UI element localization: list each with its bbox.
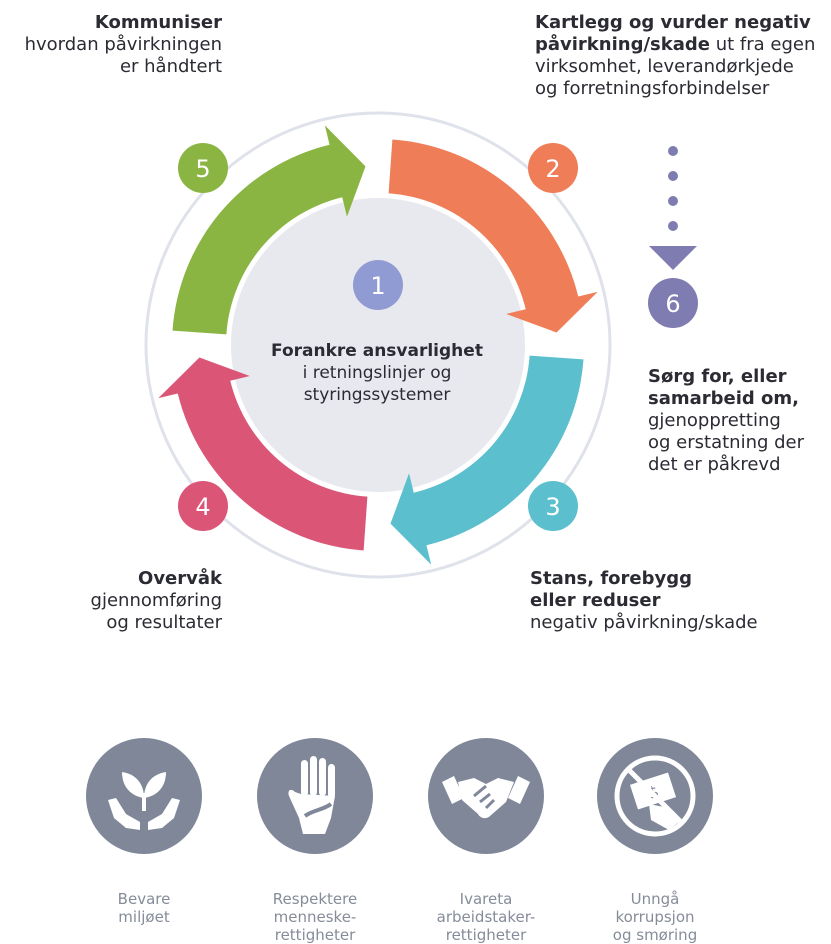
raised-hand-icon: [257, 738, 373, 854]
icon-label-environment: Bevare miljøet: [69, 890, 219, 926]
step-2-number: 2: [545, 155, 560, 183]
icon-4-label-2: korrupsjon: [615, 908, 695, 926]
step-6-line-5: det er påkrevd: [648, 454, 781, 475]
step-2-line-2: påvirkning/skade ut fra egen: [535, 34, 829, 56]
step-2-rest-2: ut fra egen: [709, 34, 816, 55]
plant-hands-icon: [86, 738, 202, 854]
down-arrow-icon: [649, 246, 697, 270]
icon-label-workers-rights: Ivareta arbeidstaker- rettigheter: [411, 890, 561, 944]
icon-item-human-rights: Respektere menneske- rettigheter: [240, 738, 390, 944]
icon-item-anti-corruption: $ Unngå korrupsjon og smøring: [580, 738, 730, 944]
step-3-title-2: eller reduser: [530, 590, 661, 611]
step-3-badge: 3: [528, 481, 578, 531]
step-6-line-3: gjenoppretting: [648, 410, 781, 431]
step-3-number: 3: [545, 493, 560, 521]
step-4-line-3: og resultater: [106, 612, 222, 633]
step-5-title: Kommuniser: [94, 12, 222, 33]
step-5-badge: 5: [178, 143, 228, 193]
icon-2-label-2: menneske-: [273, 908, 357, 926]
step-2-line-3: virksomhet, leverandørkjede: [535, 56, 794, 77]
outer-ring: [144, 111, 612, 579]
cycle-arrows: [158, 125, 598, 565]
step-4-text: Overvåk gjennomføring og resultater: [10, 568, 222, 634]
step-1-badge: 1: [353, 260, 403, 310]
arrow-step-5: [172, 125, 366, 335]
step-6-badge: 6: [648, 278, 698, 328]
center-title: Forankre ansvarlighet: [271, 341, 483, 361]
due-diligence-cycle-diagram: 1 2 3 4 5 6: [144, 111, 698, 579]
icon-1-label-1: Bevare: [117, 890, 171, 908]
step-2-line-4: og forretningsforbindelser: [535, 78, 770, 99]
icon-3-label-3: rettigheter: [445, 926, 527, 944]
center-line-2: i retningslinjer og: [302, 363, 452, 383]
icon-label-anti-corruption: Unngå korrupsjon og smøring: [580, 890, 730, 944]
step-2-title: Kartlegg og vurder negativ: [535, 12, 811, 33]
center-caption: Forankre ansvarlighet i retningslinjer o…: [232, 340, 522, 406]
icon-label-human-rights: Respektere menneske- rettigheter: [240, 890, 390, 944]
icon-1-label-2: miljøet: [118, 908, 170, 926]
icon-3-label-1: Ivareta: [459, 890, 513, 908]
step-6-title-2: samarbeid om,: [648, 388, 800, 409]
step-5-text: Kommuniser hvordan påvirkningen er håndt…: [10, 12, 222, 78]
arrow-step-4: [158, 357, 368, 551]
step-4-badge: 4: [178, 481, 228, 531]
step-2-badge: 2: [528, 143, 578, 193]
step-3-text: Stans, forebygg eller reduser negativ på…: [530, 568, 820, 634]
arrow-step-2: [388, 139, 598, 333]
step-5-line-3: er håndtert: [119, 56, 222, 77]
icon-2-label-1: Respektere: [272, 890, 358, 908]
step-6-number: 6: [665, 290, 680, 318]
step-3-line-3: negativ påvirkning/skade: [530, 612, 758, 633]
icon-item-environment: Bevare miljøet: [69, 738, 219, 926]
icon-3-label-2: arbeidstaker-: [436, 908, 536, 926]
step-5-line-2: hvordan påvirkningen: [24, 34, 222, 55]
icon-4-label-1: Unngå: [630, 890, 680, 908]
step-6-text: Sørg for, eller samarbeid om, gjenoppret…: [648, 366, 828, 476]
step-1-number: 1: [370, 272, 385, 300]
icon-4-label-3: og smøring: [612, 926, 698, 944]
step-3-title: Stans, forebygg: [530, 568, 693, 589]
icon-item-workers-rights: Ivareta arbeidstaker- rettigheter: [411, 738, 561, 944]
step-5-number: 5: [195, 155, 210, 183]
step-4-title: Overvåk: [138, 568, 222, 589]
step-6-title: Sørg for, eller: [648, 366, 787, 387]
step-4-number: 4: [195, 493, 210, 521]
step-4-line-2: gjennomføring: [90, 590, 222, 611]
icon-2-label-3: rettigheter: [274, 926, 356, 944]
handshake-icon: [428, 738, 544, 854]
center-line-3: styringssystemer: [303, 385, 451, 405]
dotted-connector: [649, 146, 697, 270]
step-2-text: Kartlegg og vurder negativ påvirkning/sk…: [535, 12, 829, 100]
arrow-step-3: [390, 355, 584, 565]
step-6-line-4: og erstatning der: [648, 432, 805, 453]
center-disc: [231, 198, 525, 492]
no-bribery-icon: $: [597, 738, 713, 854]
step-2-bold-2: påvirkning/skade: [535, 34, 710, 55]
